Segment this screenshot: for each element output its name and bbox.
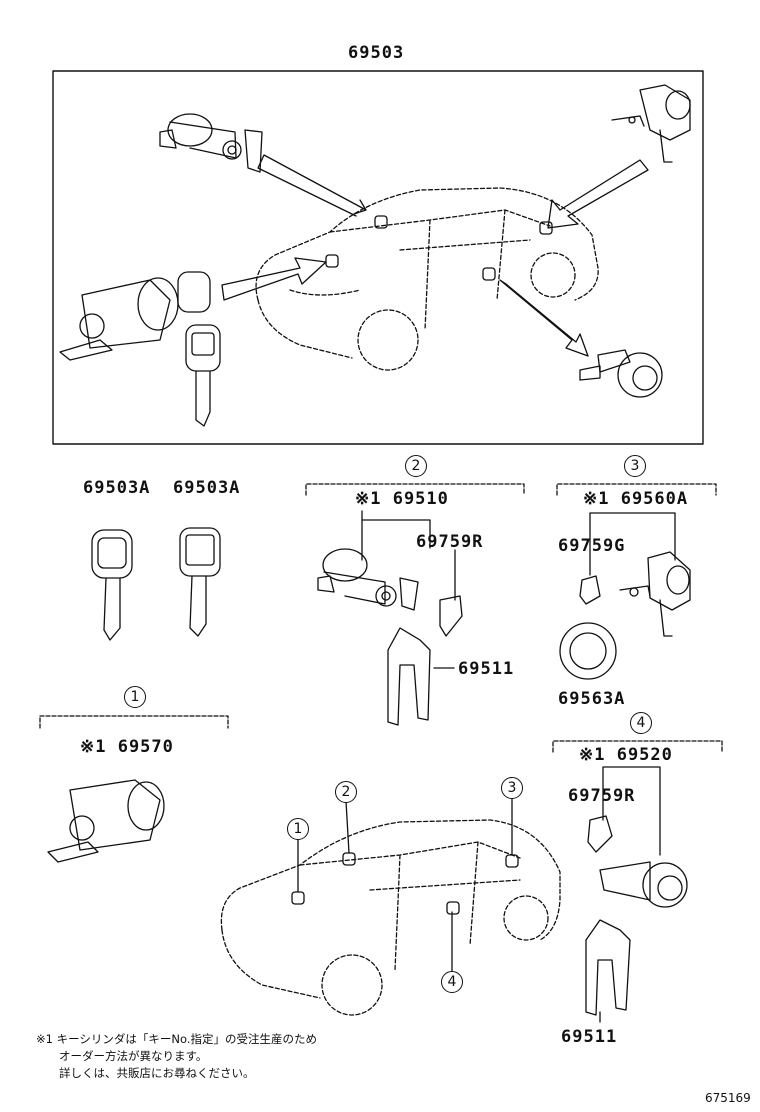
key-part-number-left: 69503A bbox=[83, 478, 151, 498]
door-cylinder-top bbox=[159, 113, 263, 173]
trunk-cylinder-top bbox=[611, 84, 691, 163]
figure-id: 675169 bbox=[705, 1091, 751, 1105]
car-marker-1: 1 bbox=[287, 818, 309, 840]
car-marker-3: 3 bbox=[501, 777, 523, 799]
arrow-trunk bbox=[547, 159, 649, 229]
footnote-line-1: ※1 キーシリンダは「キーNo.指定」の受注生産のため bbox=[36, 1032, 317, 1046]
g3-ring-number: 69563A bbox=[558, 689, 626, 709]
group-4-marker: 4 bbox=[630, 712, 652, 734]
g2-pawl-number: 69759R bbox=[416, 532, 484, 552]
car-marker-4: 4 bbox=[441, 971, 463, 993]
group-1-marker: 1 bbox=[124, 686, 146, 708]
group-3-marker: 3 bbox=[624, 455, 646, 477]
g1-part-number: ※1 69570 bbox=[80, 737, 174, 757]
door-cylinder-rh bbox=[579, 349, 663, 398]
car-outline-bottom bbox=[220, 819, 561, 1016]
car-outline-top bbox=[255, 187, 599, 371]
g3-pawl-number: 69759G bbox=[558, 536, 626, 556]
footnote-line-2: オーダー方法が異なります。 bbox=[59, 1049, 208, 1063]
g2-bracket-number: 69511 bbox=[458, 659, 515, 679]
g4-part-number: ※1 69520 bbox=[579, 745, 673, 765]
key-69503a-left bbox=[91, 529, 133, 641]
footnote-line-3: 詳しくは、共販店にお尋ねください。 bbox=[59, 1066, 255, 1080]
arrow-door-rh bbox=[499, 279, 589, 357]
assembly-keys bbox=[177, 271, 221, 427]
ignition-cylinder bbox=[59, 277, 179, 361]
g4-door-cylinder bbox=[585, 815, 688, 1016]
arrow-door-lh bbox=[257, 154, 367, 217]
g1-ignition-cylinder bbox=[47, 779, 165, 863]
g4-pawl-number: 69759R bbox=[568, 786, 636, 806]
assembly-part-number: 69503 bbox=[348, 43, 405, 63]
g2-part-number: ※1 69510 bbox=[355, 489, 449, 509]
g3-part-number: ※1 69560A bbox=[583, 489, 689, 509]
assembly-frame bbox=[52, 70, 704, 445]
group-2-marker: 2 bbox=[405, 455, 427, 477]
g2-door-cylinder bbox=[317, 548, 463, 726]
arrow-ignition bbox=[221, 257, 327, 301]
g4-bracket-number: 69511 bbox=[561, 1027, 618, 1047]
g3-trunk-cylinder bbox=[559, 551, 691, 680]
key-part-number-right: 69503A bbox=[173, 478, 241, 498]
car-marker-2: 2 bbox=[335, 781, 357, 803]
key-69503a-right bbox=[179, 527, 221, 637]
